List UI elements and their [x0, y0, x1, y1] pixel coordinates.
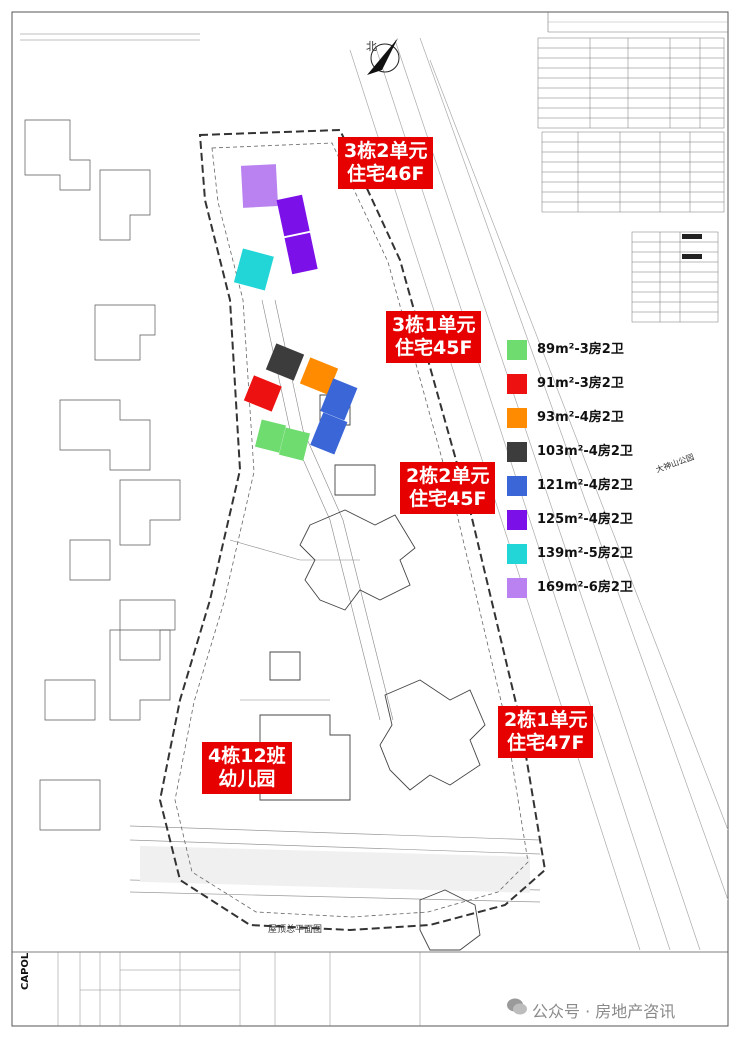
unit-block-169 — [240, 164, 279, 208]
unit-block-91 — [243, 375, 282, 412]
legend-item: 89m²-3房2卫 — [507, 340, 687, 360]
callout-line: 2栋2单元 — [406, 465, 490, 487]
callout-line: 住宅47F — [507, 732, 585, 754]
legend-label: 93m²-4房2卫 — [537, 410, 624, 425]
wechat-icon — [507, 998, 527, 1015]
callout-line: 2栋1单元 — [504, 709, 588, 731]
unit-block-103 — [265, 343, 305, 381]
legend-swatch — [507, 442, 527, 462]
unit-block-89b — [278, 427, 311, 461]
legend-item: 103m²-4房2卫 — [507, 442, 687, 462]
legend-label: 121m²-4房2卫 — [537, 478, 633, 493]
legend-item: 125m²-4房2卫 — [507, 510, 687, 530]
callout-building3-unit2: 3栋2单元 住宅46F — [338, 137, 434, 189]
plan-title: 屋顶总平面图 — [268, 925, 323, 935]
legend-swatch — [507, 374, 527, 394]
legend-swatch — [507, 340, 527, 360]
legend-label: 169m²-6房2卫 — [537, 580, 633, 595]
legend-swatch — [507, 408, 527, 428]
callout-building4-kindergarten: 4栋12班 幼儿园 — [202, 742, 292, 794]
legend-label: 125m²-4房2卫 — [537, 512, 633, 527]
callout-line: 幼儿园 — [218, 768, 276, 790]
callout-building3-unit1: 3栋1单元 住宅45F — [386, 311, 482, 363]
unit-block-93 — [299, 357, 339, 395]
legend-item: 169m²-6房2卫 — [507, 578, 687, 598]
legend-item: 93m²-4房2卫 — [507, 408, 687, 428]
legend-item: 91m²-3房2卫 — [507, 374, 687, 394]
legend-swatch — [507, 544, 527, 564]
callout-line: 4栋12班 — [208, 745, 286, 767]
unit-block-139 — [233, 248, 274, 291]
legend-label: 89m²-3房2卫 — [537, 342, 624, 357]
unit-block-125a — [276, 194, 310, 237]
unit-block-121a — [320, 378, 358, 421]
brand-logo: CAPOL — [20, 952, 31, 990]
north-label: 北 — [366, 40, 377, 53]
callout-line: 住宅46F — [347, 163, 425, 185]
unit-block-121b — [310, 412, 348, 455]
legend-item: 121m²-4房2卫 — [507, 476, 687, 496]
north-arrow-icon — [367, 38, 400, 75]
callout-building2-unit2: 2栋2单元 住宅45F — [400, 462, 496, 514]
legend-swatch — [507, 510, 527, 530]
legend-label: 139m²-5房2卫 — [537, 546, 633, 561]
legend-item: 139m²-5房2卫 — [507, 544, 687, 564]
callout-line: 3栋1单元 — [392, 314, 476, 336]
callout-building2-unit1: 2栋1单元 住宅47F — [498, 706, 594, 758]
legend-label: 103m²-4房2卫 — [537, 444, 633, 459]
callout-line: 住宅45F — [409, 488, 487, 510]
watermark-text: 公众号 · 房地产咨讯 — [532, 1002, 676, 1021]
callout-line: 住宅45F — [395, 337, 473, 359]
unit-block-125b — [284, 232, 318, 275]
unit-block-89a — [254, 419, 287, 453]
legend-swatch — [507, 476, 527, 496]
legend-label: 91m²-3房2卫 — [537, 376, 624, 391]
callout-line: 3栋2单元 — [344, 140, 428, 162]
legend-swatch — [507, 578, 527, 598]
